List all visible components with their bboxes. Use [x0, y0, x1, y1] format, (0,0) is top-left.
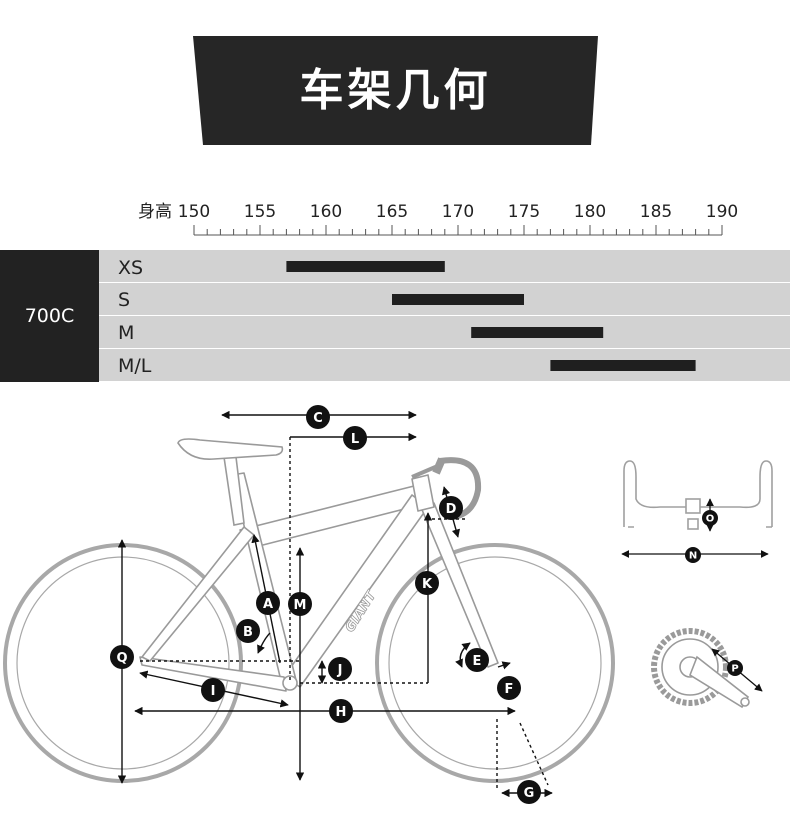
saddle: [177, 438, 284, 526]
height-scale-tick-label: 160: [310, 202, 342, 222]
title-banner: 车架几何: [193, 36, 598, 145]
height-scale-tick-label: 185: [640, 202, 672, 222]
svg-text:D: D: [446, 502, 457, 517]
wheel-size-label: 700C: [0, 250, 99, 382]
svg-text:H: H: [336, 705, 347, 720]
svg-text:Q: Q: [116, 651, 127, 666]
height-scale-ticks: 150 155 160 165 170 175 180 185 190: [178, 202, 738, 235]
dimension-marker-h: H: [329, 699, 353, 723]
svg-text:G: G: [524, 786, 535, 801]
svg-text:P: P: [731, 664, 738, 675]
svg-text:I: I: [211, 684, 216, 699]
dimension-marker-d: D: [439, 496, 463, 520]
dimension-markers: AB C D E F G H I J K L M N O P Q: [110, 405, 743, 804]
svg-text:B: B: [243, 625, 253, 640]
svg-text:L: L: [351, 432, 359, 447]
dimension-marker-g: G: [517, 780, 541, 804]
size-label-m: M: [118, 322, 135, 344]
svg-text:M: M: [294, 598, 307, 613]
height-scale-tick-label: 170: [442, 202, 474, 222]
svg-text:O: O: [706, 514, 715, 525]
dimension-marker-c: C: [306, 405, 330, 429]
dimension-marker-q: Q: [110, 645, 134, 669]
svg-text:C: C: [313, 411, 323, 426]
size-range-bar: [471, 327, 604, 338]
dimension-marker-j: J: [328, 657, 352, 681]
svg-text:K: K: [422, 577, 433, 592]
height-scale-tick-label: 190: [706, 202, 738, 222]
svg-text:F: F: [505, 682, 514, 697]
page-title: 车架几何: [299, 65, 492, 116]
height-scale-tick-label: 155: [244, 202, 276, 222]
handlebar-inset: [623, 460, 773, 530]
height-scale-label: 身高: [138, 202, 172, 222]
dimension-marker-n: N: [685, 547, 701, 563]
height-scale-tick-label: 165: [376, 202, 408, 222]
svg-text:E: E: [473, 654, 482, 669]
dimension-marker-b: B: [236, 619, 260, 643]
svg-text:A: A: [263, 597, 273, 612]
size-range-bar: [550, 360, 696, 371]
dimension-marker-k: K: [415, 571, 439, 595]
dimension-marker-f: F: [497, 676, 521, 700]
height-scale-tick-label: 180: [574, 202, 606, 222]
height-scale-tick-label: 175: [508, 202, 540, 222]
dimension-marker-e: E: [465, 648, 489, 672]
dimension-marker-o: O: [702, 510, 718, 526]
dimension-marker-a: A: [256, 591, 280, 615]
height-scale-tick-label: 150: [178, 202, 210, 222]
size-label-s: S: [118, 289, 131, 311]
dimension-marker-m: M: [288, 592, 312, 616]
size-label-ml: M/L: [118, 355, 152, 377]
dimension-marker-i: I: [201, 678, 225, 702]
size-table: [0, 250, 790, 382]
height-scale: 身高 150 155 160 165 170 175 180 185 190: [0, 195, 790, 245]
size-row: [99, 316, 790, 348]
size-label-xs: XS: [118, 257, 144, 279]
front-wheel: [375, 543, 615, 783]
handlebar: [411, 457, 482, 520]
dimension-marker-p: P: [727, 660, 743, 676]
size-range-bar: [286, 261, 445, 272]
dimension-marker-l: L: [343, 426, 367, 450]
svg-text:N: N: [689, 551, 697, 562]
size-range-bar: [392, 294, 524, 305]
svg-text:J: J: [337, 663, 343, 678]
frame-geometry-diagram: GIANT: [0, 395, 790, 817]
